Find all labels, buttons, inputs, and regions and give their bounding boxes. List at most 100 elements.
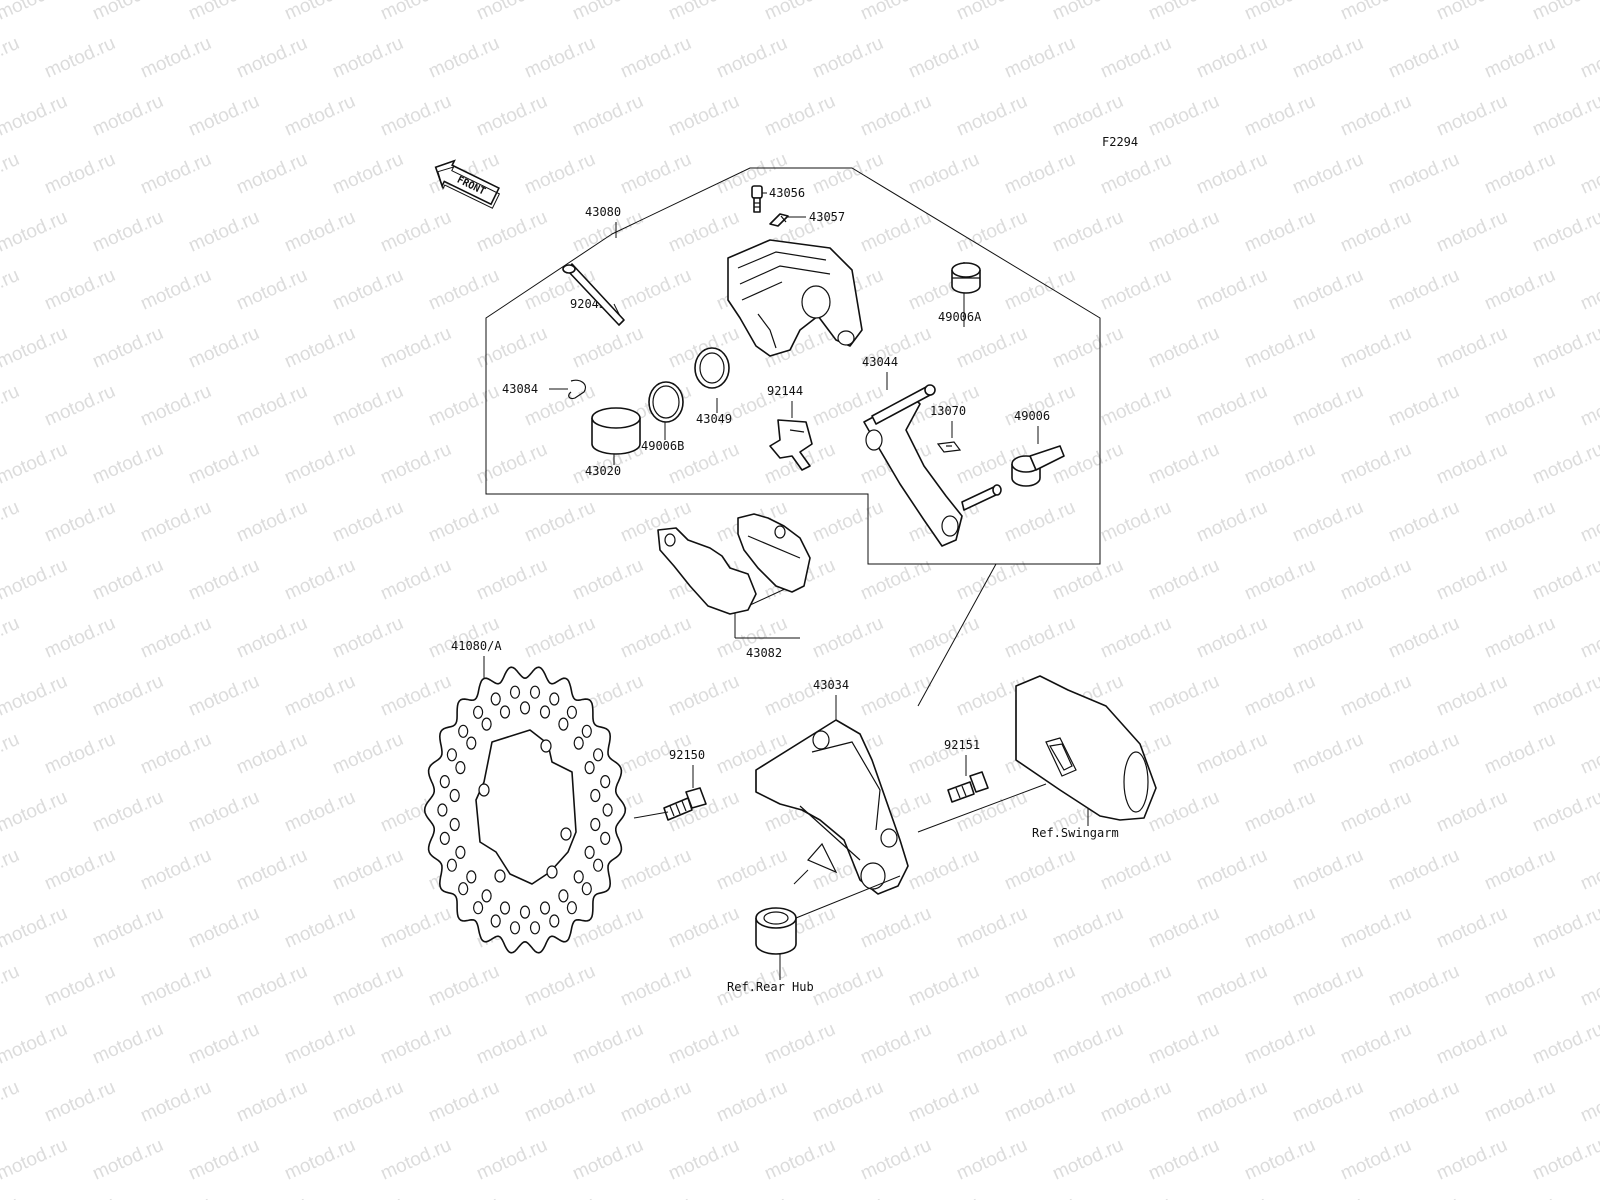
watermark-text: motod.ru [665, 1019, 742, 1069]
watermark-text: motod.ru [1097, 265, 1174, 315]
watermark-text: motod.ru [377, 91, 454, 141]
dust-seal-43049 [694, 347, 730, 389]
watermark-text: motod.ru [1145, 903, 1222, 953]
watermark-text: motod.ru [1481, 381, 1558, 431]
watermark-text: motod.ru [857, 0, 934, 25]
watermark-text: motod.ru [617, 613, 694, 663]
watermark-text: motod.ru [1577, 1077, 1600, 1127]
watermark-text: motod.ru [665, 207, 742, 257]
caliper-assembly-outline [485, 167, 1101, 565]
watermark-text: motod.ru [137, 845, 214, 895]
watermark-text: motod.ru [329, 1077, 406, 1127]
label-41080A: 41080/A [451, 639, 502, 653]
watermark-text: motod.ru [41, 1193, 118, 1200]
watermark-text: motod.ru [0, 1135, 71, 1185]
watermark-text: motod.ru [1481, 729, 1558, 779]
watermark-text: motod.ru [521, 497, 598, 547]
watermark-text: motod.ru [569, 1135, 646, 1185]
watermark-text: motod.ru [617, 1077, 694, 1127]
watermark-text: motod.ru [233, 1077, 310, 1127]
watermark-text: motod.ru [809, 961, 886, 1011]
watermark-text: motod.ru [185, 207, 262, 257]
watermark-text: motod.ru [521, 1193, 598, 1200]
watermark-text: motod.ru [1481, 961, 1558, 1011]
watermark-text: motod.ru [1001, 381, 1078, 431]
watermark-text: motod.ru [473, 555, 550, 605]
watermark-text: motod.ru [1001, 497, 1078, 547]
watermark-text: motod.ru [1097, 1077, 1174, 1127]
watermark-text: motod.ru [1577, 497, 1600, 547]
watermark-text: motod.ru [1193, 381, 1270, 431]
watermark-text: motod.ru [1481, 33, 1558, 83]
disc-vent-hole [600, 774, 611, 789]
watermark-text: motod.ru [1385, 33, 1462, 83]
watermark-text: motod.ru [569, 1019, 646, 1069]
pad-spring-92144 [769, 419, 813, 471]
watermark-text: motod.ru [1241, 0, 1318, 25]
disc-mount-hole [546, 865, 558, 879]
watermark-text: motod.ru [377, 323, 454, 373]
watermark-text: motod.ru [809, 1193, 886, 1200]
watermark-text: motod.ru [0, 497, 23, 547]
watermark-text: motod.ru [281, 787, 358, 837]
disc-bolt-92150 [663, 787, 707, 821]
disc-vent-hole [566, 705, 578, 719]
watermark-text: motod.ru [1529, 1135, 1600, 1185]
watermark-text: motod.ru [89, 787, 166, 837]
watermark-text: motod.ru [1385, 381, 1462, 431]
watermark-text: motod.ru [185, 1135, 262, 1185]
disc-vent-hole [455, 845, 466, 860]
watermark-text: motod.ru [89, 903, 166, 953]
disc-vent-hole [449, 788, 460, 803]
disc-mount-hole [478, 783, 490, 797]
watermark-text: motod.ru [425, 381, 502, 431]
watermark-text: motod.ru [1433, 207, 1510, 257]
watermark-text: motod.ru [89, 439, 166, 489]
watermark-text: motod.ru [665, 903, 742, 953]
bleeder-cap-43057 [769, 213, 789, 227]
watermark-text: motod.ru [857, 555, 934, 605]
watermark-text: motod.ru [905, 613, 982, 663]
piston-43020 [591, 407, 641, 455]
watermark-text: motod.ru [425, 265, 502, 315]
watermark-text: motod.ru [1241, 671, 1318, 721]
disc-vent-hole [455, 760, 466, 775]
disc-vent-hole [573, 870, 584, 884]
watermark-text: motod.ru [281, 439, 358, 489]
disc-mount-hole [494, 869, 506, 883]
watermark-text: motod.ru [761, 0, 838, 25]
watermark-text: motod.ru [809, 613, 886, 663]
watermark-text: motod.ru [473, 1019, 550, 1069]
watermark-text: motod.ru [185, 439, 262, 489]
disc-vent-hole [499, 901, 511, 915]
watermark-text: motod.ru [1001, 33, 1078, 83]
watermark-text: motod.ru [233, 381, 310, 431]
watermark-text: motod.ru [1529, 787, 1600, 837]
watermark-text: motod.ru [521, 33, 598, 83]
watermark-text: motod.ru [185, 1019, 262, 1069]
watermark-text: motod.ru [1145, 1135, 1222, 1185]
watermark-text: motod.ru [1193, 613, 1270, 663]
watermark-text: motod.ru [473, 91, 550, 141]
watermark-text: motod.ru [1385, 845, 1462, 895]
watermark-text: motod.ru [0, 439, 71, 489]
boot-49006A [951, 262, 981, 294]
watermark-text: motod.ru [1193, 1193, 1270, 1200]
watermark-text: motod.ru [905, 1193, 982, 1200]
watermark-text: motod.ru [233, 497, 310, 547]
watermark-text: motod.ru [953, 555, 1030, 605]
watermark-text: motod.ru [1577, 845, 1600, 895]
watermark-text: motod.ru [137, 613, 214, 663]
watermark-text: motod.ru [0, 0, 71, 25]
disc-vent-hole [566, 901, 578, 915]
watermark-text: motod.ru [281, 903, 358, 953]
watermark-text: motod.ru [41, 1077, 118, 1127]
disc-mount-hole [560, 827, 572, 841]
watermark-text: motod.ru [569, 91, 646, 141]
watermark-text: motod.ru [137, 149, 214, 199]
watermark-text: motod.ru [713, 33, 790, 83]
label-ref-swingarm: Ref.Swingarm [1032, 826, 1119, 840]
watermark-text: motod.ru [521, 1077, 598, 1127]
watermark-text: motod.ru [761, 91, 838, 141]
